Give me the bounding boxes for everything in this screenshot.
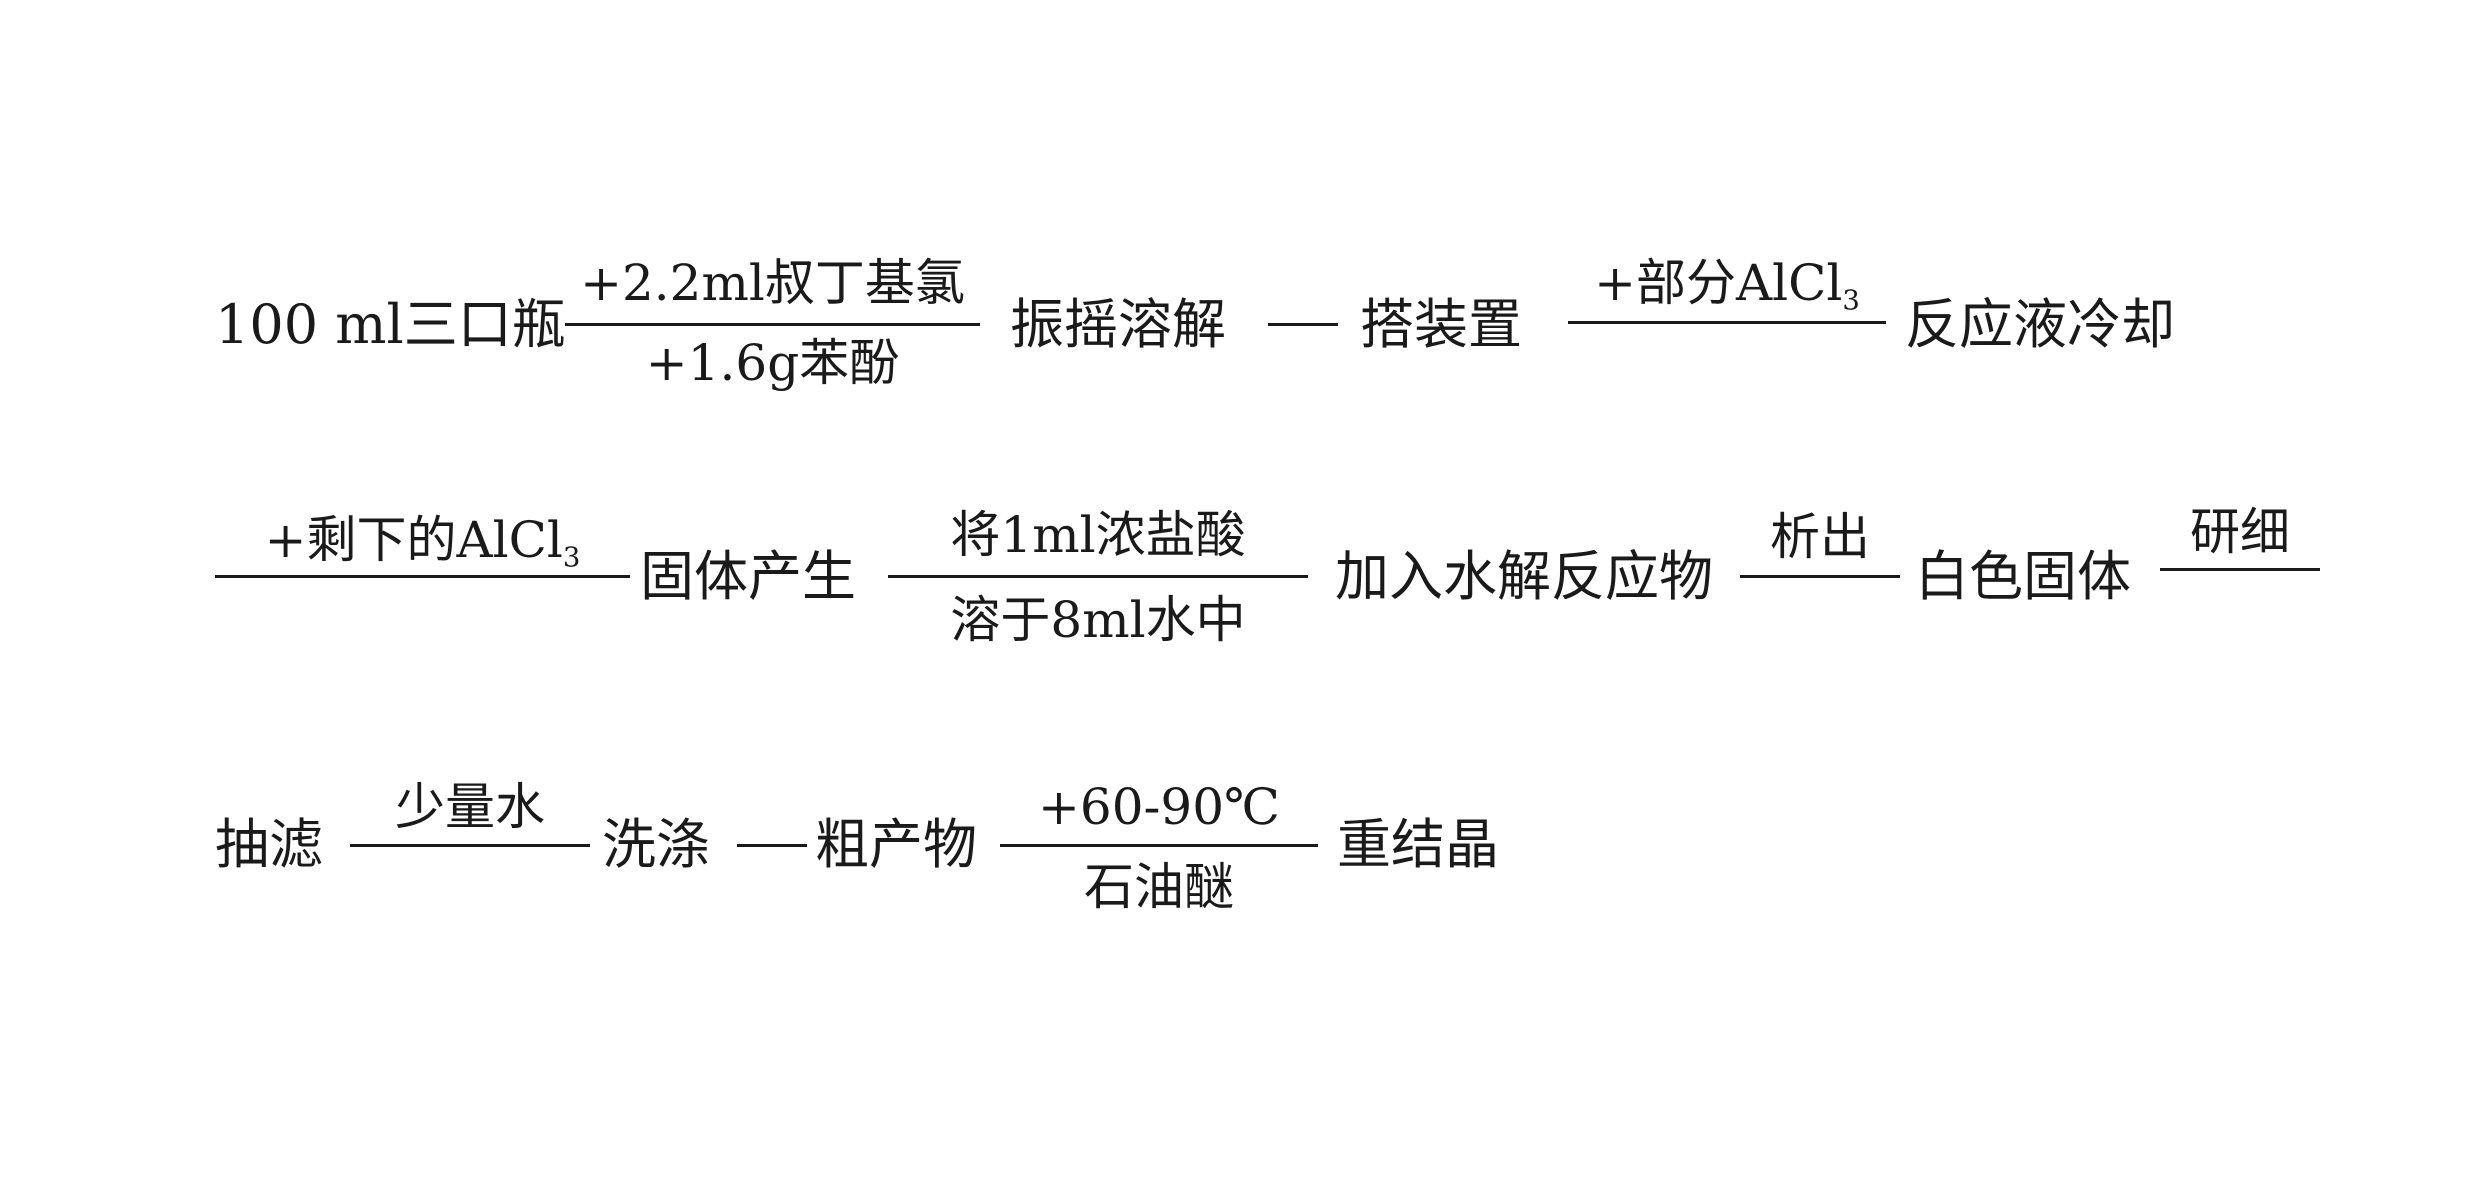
step-wash: 洗涤 (602, 813, 710, 876)
arrow-line-3 (215, 575, 630, 578)
arrow-line-4 (888, 575, 1308, 578)
reagent-below-8: 石油醚 (1084, 858, 1234, 916)
dash-line-1 (1268, 323, 1338, 326)
step-crude-product: 粗产物 (815, 813, 977, 876)
step-filter: 抽滤 (215, 813, 323, 876)
step-solid-forms: 固体产生 (640, 545, 856, 608)
step-white-solid: 白色固体 (1915, 545, 2131, 608)
reagent-above-3: +剩下的AlCl3 (264, 511, 581, 574)
step-assemble: 搭装置 (1360, 293, 1522, 356)
reagent-above-4: 将1ml浓盐酸 (950, 506, 1246, 564)
reagent-above-1: +2.2ml叔丁基氯 (580, 254, 965, 312)
step-add-hydrolysis: 加入水解反应物 (1335, 545, 1713, 608)
arrow-line-5 (1740, 575, 1900, 578)
reagent-above-7: 少量水 (395, 778, 545, 836)
step-cool: 反应液冷却 (1905, 293, 2175, 356)
reagent-above-6: 研细 (2190, 503, 2290, 561)
arrow-line-7 (350, 844, 590, 847)
arrow-line-1 (565, 323, 980, 326)
start-label: 100 ml三口瓶 (215, 293, 566, 356)
dash-line-2 (737, 844, 807, 847)
reagent-above-2: +部分AlCl3 (1594, 254, 1860, 317)
step-shake-dissolve: 振摇溶解 (1010, 293, 1226, 356)
reagent-below-4: 溶于8ml水中 (950, 591, 1246, 649)
reagent-above-8: +60-90℃ (1038, 778, 1280, 836)
reagent-below-1: +1.6g苯酚 (645, 334, 900, 392)
arrow-line-8 (1000, 844, 1318, 847)
reagent-above-5: 析出 (1770, 508, 1870, 566)
step-recrystallize: 重结晶 (1337, 813, 1499, 876)
arrow-line-2 (1568, 321, 1886, 324)
arrow-line-6 (2160, 568, 2320, 571)
